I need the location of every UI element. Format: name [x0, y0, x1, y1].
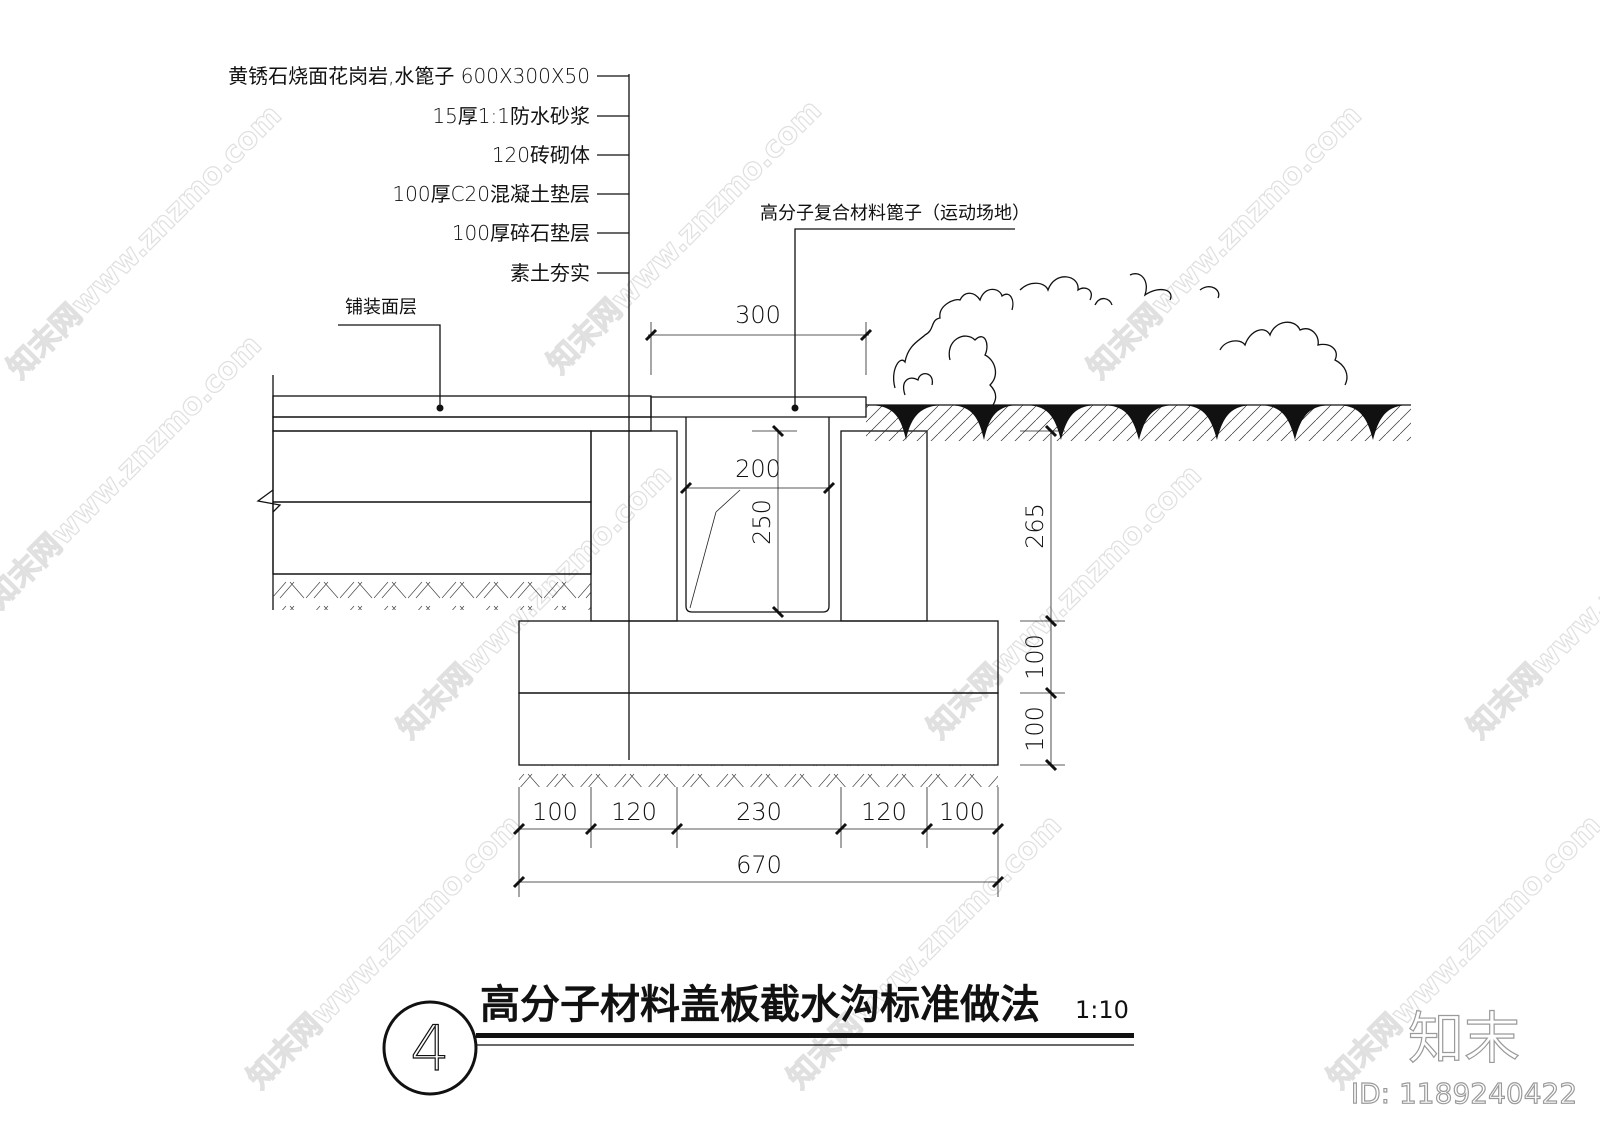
callout-item: 100厚C20混凝土垫层 [392, 182, 629, 206]
dimension-bottom-segments: 100 120 230 120 100 670 [512, 787, 1005, 897]
dim-channel-width-text: 200 [735, 455, 781, 483]
watermarks: 知末网www.znzmo.com 知末网www.znzmo.com 知末网www… [0, 92, 1600, 1096]
dim-grate-width-text: 300 [735, 301, 781, 329]
dim-channel-depth-text: 250 [748, 499, 776, 545]
base-gravel-layer [518, 692, 999, 766]
callout-item: 黄锈石烧面花岗岩,水篦子 600X300X50 [228, 64, 629, 88]
watermark-text: 知末网www.znzmo.com [921, 458, 1209, 746]
drawing-title: 高分子材料盖板截水沟标准做法 [480, 982, 1040, 1028]
dim-segment-text: 100 [532, 798, 578, 826]
logo-text: 知末 [1408, 1007, 1520, 1072]
dimension-channel-width: 200 [679, 455, 836, 495]
layer-callout-list: 黄锈石烧面花岗岩,水篦子 600X300X50 15厚1:1防水砂浆 120砖砌… [228, 64, 630, 760]
dim-concrete-thickness-text: 100 [1021, 634, 1049, 680]
dimension-grate-width: 300 [644, 301, 873, 375]
paving-surface-layer [272, 395, 652, 418]
dimension-vertical-right: 265 100 100 [1020, 424, 1065, 772]
mortar-layer [272, 416, 652, 432]
lawn-ground [866, 273, 1411, 441]
callout-soil: 素土夯实 [510, 261, 590, 285]
watermark-text: 知末网www.znzmo.com [1461, 458, 1600, 746]
dim-segment-text: 100 [939, 798, 985, 826]
turf-symbol [866, 405, 1411, 440]
dim-wall-height-text: 265 [1021, 503, 1049, 549]
grate-callout: 高分子复合材料篦子（运动场地） [760, 203, 1030, 412]
callout-mortar: 15厚1:1防水砂浆 [432, 104, 590, 128]
base-concrete-layer [518, 620, 999, 694]
dim-gravel-thickness-text: 100 [1021, 706, 1049, 752]
gravel-layer [272, 501, 592, 575]
callout-granite: 黄锈石烧面花岗岩,水篦子 600X300X50 [228, 64, 590, 88]
logo-id-text: ID: 1189240422 [1351, 1077, 1577, 1110]
callout-item: 15厚1:1防水砂浆 [432, 104, 629, 128]
break-line-symbol [256, 489, 282, 513]
dimension-channel-depth: 250 [748, 424, 797, 619]
watermark-text: 知末网www.znzmo.com [0, 328, 269, 616]
watermark-text: 知末网www.znzmo.com [1081, 98, 1369, 386]
right-brick-wall [840, 430, 928, 622]
compacted-soil [273, 574, 591, 610]
callout-item: 素土夯实 [510, 261, 629, 285]
drainage-channel [685, 417, 830, 613]
watermark-text: 知末网www.znzmo.com [781, 808, 1069, 1096]
concrete-layer [272, 430, 592, 503]
paving-surface-label: 铺装面层 [345, 297, 417, 318]
dim-segment-text: 230 [736, 798, 782, 826]
detail-number: 4 [410, 1012, 449, 1085]
callout-brick: 120砖砌体 [492, 143, 590, 167]
callout-item: 100厚碎石垫层 [452, 221, 629, 245]
grate-cover-label: 高分子复合材料篦子（运动场地） [760, 203, 1030, 224]
base-foundation [518, 620, 999, 787]
dim-segment-text: 120 [861, 798, 907, 826]
polymer-grate-cover [650, 396, 867, 418]
base-compacted-soil [519, 765, 998, 787]
callout-gravel: 100厚碎石垫层 [452, 221, 590, 245]
detail-number-circle [382, 1000, 478, 1096]
site-logo-watermark: 知末 ID: 1189240422 [1350, 1006, 1577, 1110]
callout-item: 120砖砌体 [492, 143, 629, 167]
drawing-scale: 1:10 [1075, 996, 1129, 1024]
title-block: 4 高分子材料盖板截水沟标准做法 1:10 [382, 982, 1134, 1096]
dim-segment-text: 120 [611, 798, 657, 826]
callout-concrete: 100厚C20混凝土垫层 [392, 182, 590, 206]
left-paving-section [256, 375, 652, 610]
paving-callout: 铺装面层 [338, 297, 444, 412]
dim-total-width-text: 670 [736, 851, 782, 879]
channel-inner-profile [685, 488, 830, 613]
